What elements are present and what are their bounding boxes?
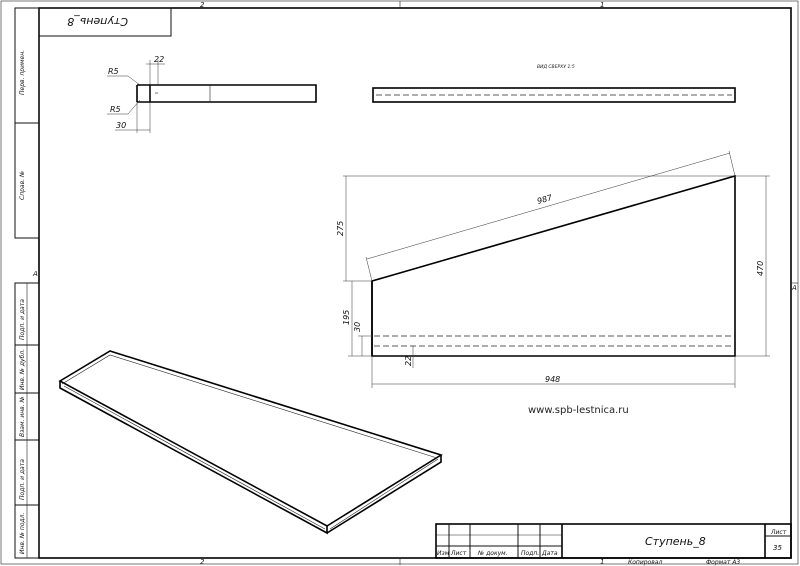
strip-label-orig-inv: Инв. № подл.: [19, 513, 26, 554]
website-link[interactable]: www.spb-lestnica.ru: [528, 405, 629, 416]
zone-mark-bottom-2: 2: [200, 558, 205, 566]
left-strip: Перв. примен. Справ. № Подп. и дата Инв.…: [14, 7, 40, 559]
strip-label-sign-date-1: Подп. и дата: [19, 299, 26, 340]
tb-header-list: Лист: [450, 550, 467, 557]
zone-mark-top-1: 1: [600, 1, 604, 9]
zone-mark-right-a: А: [791, 284, 797, 292]
dim-top: 22: [154, 55, 164, 64]
copied-label: Копировал: [628, 559, 662, 566]
tb-header-izm: Изм: [437, 550, 450, 557]
isometric-view: [58, 350, 443, 535]
zone-mark-top-2: 2: [200, 1, 205, 9]
dim-r-top: R5: [108, 67, 119, 76]
scale-note: ВИД СВЕРХУ 1:5: [537, 64, 575, 70]
tb-header-docnum: № докум.: [477, 550, 508, 557]
zone-mark-left-a: А: [32, 270, 38, 278]
dim-bottom: 30: [116, 121, 126, 130]
dim-hypotenuse: 987: [536, 193, 554, 206]
dim-right: 470: [756, 261, 765, 276]
dim-left-lower: 195: [342, 310, 351, 325]
dim-groove: 22: [404, 356, 413, 366]
format-label: Формат А3: [706, 559, 740, 566]
tb-header-sign: Подп.: [521, 550, 539, 557]
strip-label-dup-inv: Инв. № дубл.: [19, 349, 26, 390]
inner-frame: [38, 7, 792, 559]
dim-left-inner: 30: [353, 322, 362, 332]
dim-r-bottom: R5: [110, 105, 121, 114]
strip-label-sign-date-2: Подп. и дата: [19, 459, 26, 500]
strip-label-first-use: Перв. примен.: [19, 50, 26, 95]
sheet-label: Лист: [770, 529, 787, 536]
drawing-title: Ступень_8: [645, 535, 706, 548]
tb-header-date: Дата: [541, 550, 558, 557]
strip-label-ref-no: Справ. №: [19, 171, 26, 200]
top-view-strip: [372, 87, 736, 103]
title-block: Изм Лист № докум. Подп. Дата Ступень_8 Л…: [435, 523, 792, 559]
dim-left-upper: 275: [336, 221, 345, 236]
strip-label-repl-inv: Взам. инв. №: [19, 396, 26, 437]
plan-view: 987 275 195 30 22 470 948: [336, 150, 770, 388]
top-stamp-text: Ступень_8: [67, 15, 128, 28]
zone-mark-bottom-1: 1: [600, 558, 604, 566]
sheet-number: 35: [773, 544, 782, 552]
section-view: R5 R5 22 30: [107, 55, 317, 133]
dim-bottom-width: 948: [545, 375, 560, 384]
